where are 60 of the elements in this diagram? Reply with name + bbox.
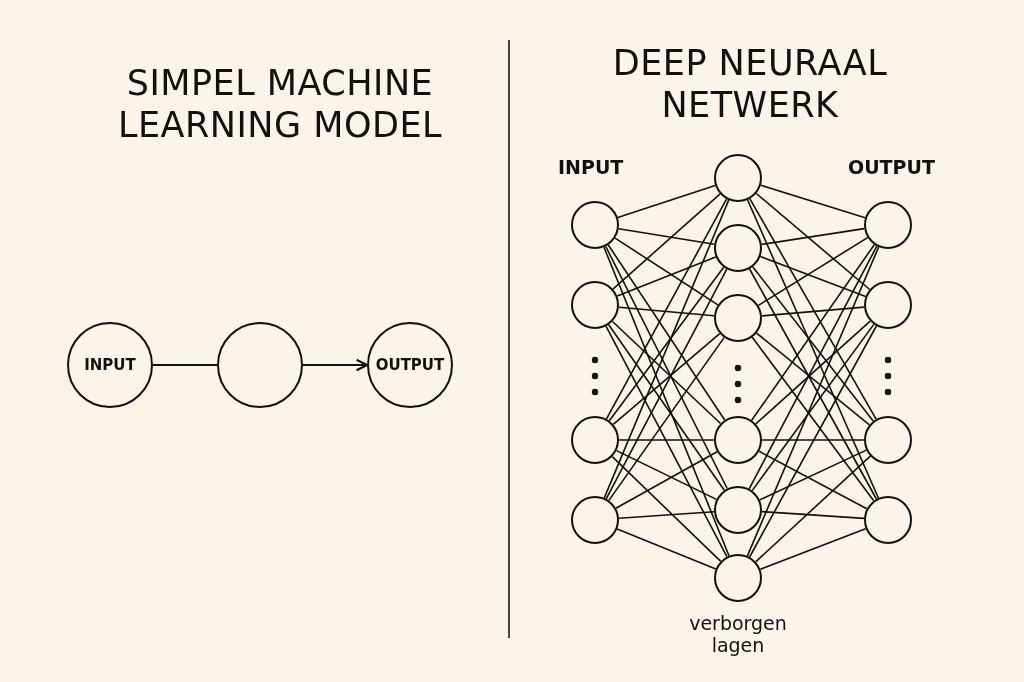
node-label: OUTPUT bbox=[375, 356, 445, 374]
connector-line bbox=[603, 246, 730, 557]
connector-line bbox=[618, 510, 715, 520]
connector-line bbox=[759, 527, 867, 571]
circle-node bbox=[217, 322, 303, 408]
connector-line bbox=[615, 449, 718, 501]
circle-node bbox=[714, 554, 762, 602]
connector-line bbox=[618, 439, 715, 441]
connector-line bbox=[750, 243, 876, 422]
connector-line bbox=[757, 236, 869, 307]
caption: verborgen lagen bbox=[688, 612, 788, 656]
connector-line bbox=[749, 198, 877, 420]
arrow bbox=[303, 358, 369, 372]
circle-node bbox=[714, 416, 762, 464]
circle-node bbox=[714, 154, 762, 202]
connector-line bbox=[616, 528, 717, 570]
circle-node bbox=[714, 294, 762, 342]
circle-node bbox=[67, 322, 153, 408]
heading: DEEP NEURAAL NETWERK bbox=[611, 42, 889, 126]
connector-line bbox=[614, 237, 719, 306]
connector-line bbox=[760, 184, 866, 219]
connector-line bbox=[617, 228, 716, 245]
connector-line bbox=[761, 439, 865, 441]
heading: SIMPEL MACHINE LEARNING MODEL bbox=[116, 62, 444, 146]
connector-line bbox=[746, 246, 880, 557]
connector-line bbox=[761, 510, 865, 520]
connector-line bbox=[748, 325, 878, 558]
connector-line bbox=[605, 325, 728, 558]
circle-node bbox=[714, 486, 762, 534]
connector-line bbox=[612, 193, 721, 290]
layer-label: INPUT bbox=[558, 156, 624, 178]
connector-line bbox=[758, 449, 868, 501]
circle-node bbox=[571, 281, 619, 329]
node-label: INPUT bbox=[84, 356, 136, 374]
connector-line bbox=[603, 199, 730, 499]
circle-node bbox=[864, 496, 912, 544]
circle-node bbox=[571, 496, 619, 544]
circle-node bbox=[864, 201, 912, 249]
circle-node bbox=[571, 416, 619, 464]
circle-node bbox=[571, 201, 619, 249]
connector-line bbox=[761, 306, 865, 317]
connector-line bbox=[617, 184, 716, 219]
connector-line bbox=[605, 198, 728, 420]
circle-node bbox=[367, 322, 453, 408]
connector-line bbox=[611, 455, 722, 563]
connector-line bbox=[746, 199, 880, 499]
connector-line bbox=[758, 450, 868, 510]
layer-label: OUTPUT bbox=[848, 156, 935, 178]
circle-node bbox=[714, 224, 762, 272]
connector-line bbox=[615, 450, 718, 510]
connector-line bbox=[153, 363, 217, 367]
connector-line bbox=[618, 306, 715, 317]
connector-line bbox=[755, 192, 871, 291]
connector-line bbox=[616, 256, 717, 297]
circle-node bbox=[864, 416, 912, 464]
connector-line bbox=[752, 266, 874, 422]
connector-line bbox=[760, 227, 866, 246]
circle-node bbox=[864, 281, 912, 329]
connector-line bbox=[754, 455, 872, 563]
connector-line bbox=[759, 255, 867, 298]
